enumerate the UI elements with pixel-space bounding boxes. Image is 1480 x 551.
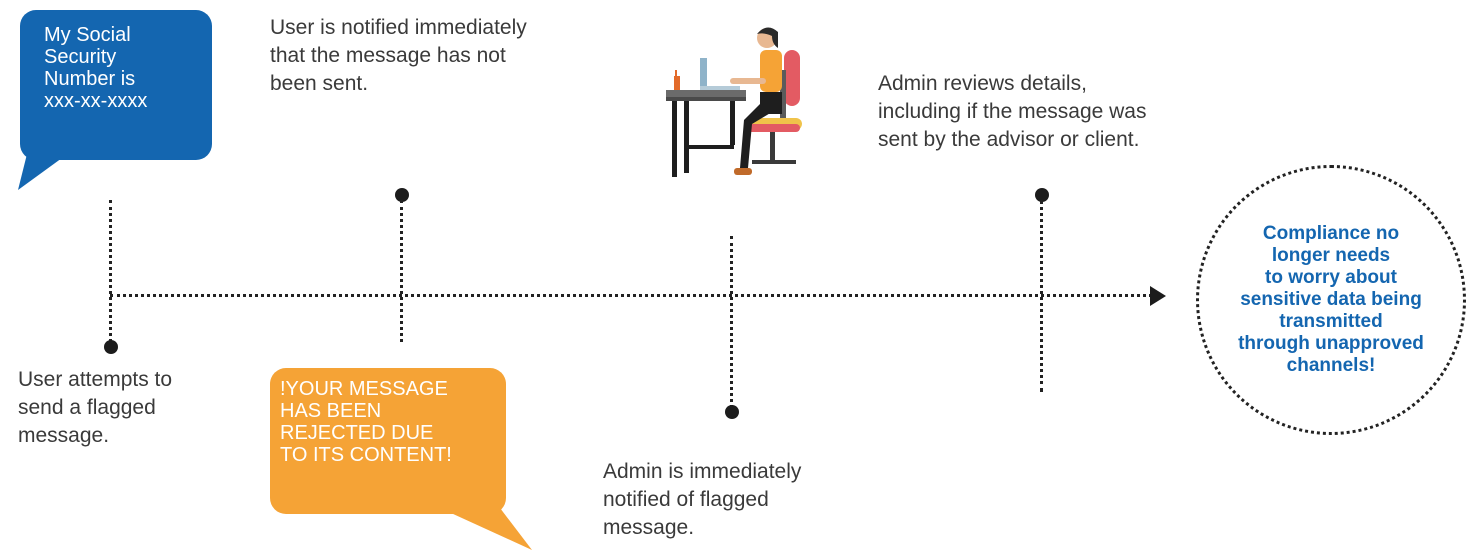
outcome-line: channels! [1286,355,1376,376]
rejection-line: !YOUR MESSAGE [280,378,448,400]
caption-line: send a flagged [18,396,156,419]
user-message-line: My Social [44,24,131,46]
outcome-line: through unapproved [1238,333,1424,354]
step-attempt-connector [109,200,112,342]
caption-line: message. [603,516,695,539]
outcome-circle: Compliance no longer needs to worry abou… [1196,165,1466,435]
step-admin-notified-marker [725,405,739,419]
step-admin-notified-caption: Admin is immediately notified of flagged… [603,458,801,542]
caption-line: notified of flagged [603,488,769,511]
caption-line: User attempts to [18,368,173,391]
timeline-arrowhead [1150,286,1166,306]
user-message-line: Number is [44,68,136,90]
step-review-caption: Admin reviews details, including if the … [878,70,1146,154]
step-user-notified-marker [395,188,409,202]
step-review-marker [1035,188,1049,202]
caption-line: sent by the advisor or client. [878,128,1140,151]
step-review-connector [1040,200,1043,392]
rejection-bubble-tail [440,508,532,550]
rejection-bubble: !YOUR MESSAGE HAS BEEN REJECTED DUE TO I… [270,368,506,514]
caption-line: that the message has not [270,44,506,67]
step-user-notified-caption: User is notified immediately that the me… [270,14,527,98]
outcome-line: transmitted [1279,311,1383,332]
rejection-line: HAS BEEN [280,400,382,422]
user-bubble-tail [18,150,73,190]
user-message-line: xxx-xx-xxxx [44,90,148,112]
caption-line: User is notified immediately [270,16,527,39]
caption-line: message. [18,424,110,447]
step-user-notified-connector [400,200,403,342]
timeline-axis [110,294,1152,297]
step-attempt-caption: User attempts to send a flagged message. [18,366,172,450]
rejection-line: TO ITS CONTENT! [280,444,452,466]
step-attempt-marker [104,340,118,354]
caption-line: including if the message was [878,100,1147,123]
caption-line: Admin is immediately [603,460,802,483]
step-admin-notified-connector [730,236,733,408]
outcome-line: Compliance no [1262,223,1400,244]
outcome-text: Compliance no longer needs to worry abou… [1231,223,1431,377]
rejection-line: REJECTED DUE [280,422,434,444]
admin-at-desk-illustration [666,27,802,177]
outcome-line: sensitive data being [1240,289,1422,310]
outcome-line: longer needs [1271,245,1391,266]
user-message-line: Security [44,46,117,68]
user-message-bubble: My Social Security Number is xxx-xx-xxxx [20,10,212,160]
caption-line: Admin reviews details, [878,72,1087,95]
caption-line: been sent. [270,72,369,95]
outcome-line: to worry about [1265,267,1397,288]
